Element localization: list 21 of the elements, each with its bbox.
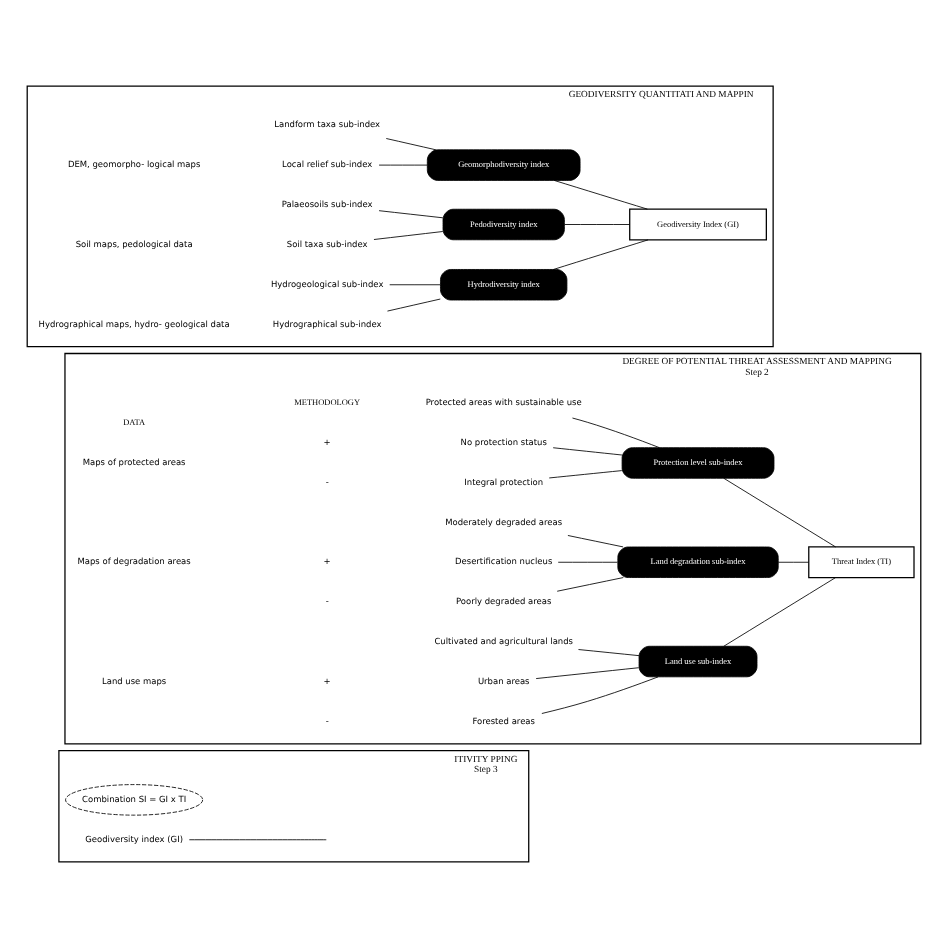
connector (777, 561, 810, 563)
connector (373, 231, 444, 240)
connector (567, 535, 624, 548)
connector (548, 470, 623, 479)
connector (378, 164, 428, 166)
connector (564, 224, 630, 225)
connector (385, 138, 437, 151)
connector (578, 649, 640, 657)
connector (535, 667, 640, 679)
connector (389, 284, 441, 286)
connector (552, 447, 623, 456)
connector (723, 477, 837, 548)
connector (723, 577, 837, 647)
connector (572, 417, 660, 449)
connector (553, 239, 649, 270)
connector (557, 561, 618, 563)
connector (541, 676, 659, 714)
connector (553, 179, 648, 210)
connector (378, 210, 444, 219)
connector (556, 577, 624, 592)
connector (387, 298, 441, 312)
